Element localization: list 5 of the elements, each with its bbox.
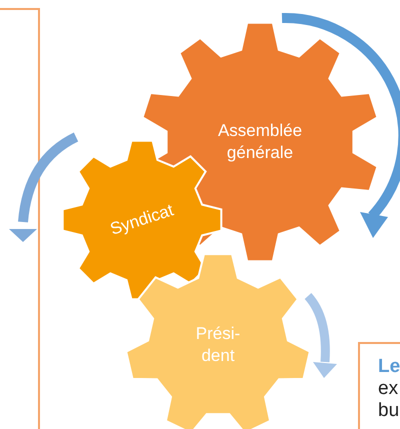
gear-label: Assemblée générale (216, 120, 304, 164)
panel-text: ex bu (378, 378, 400, 422)
text-panel (0, 8, 40, 429)
panel-heading: Le (378, 356, 400, 378)
gear-label: Prési- dent (194, 322, 242, 367)
